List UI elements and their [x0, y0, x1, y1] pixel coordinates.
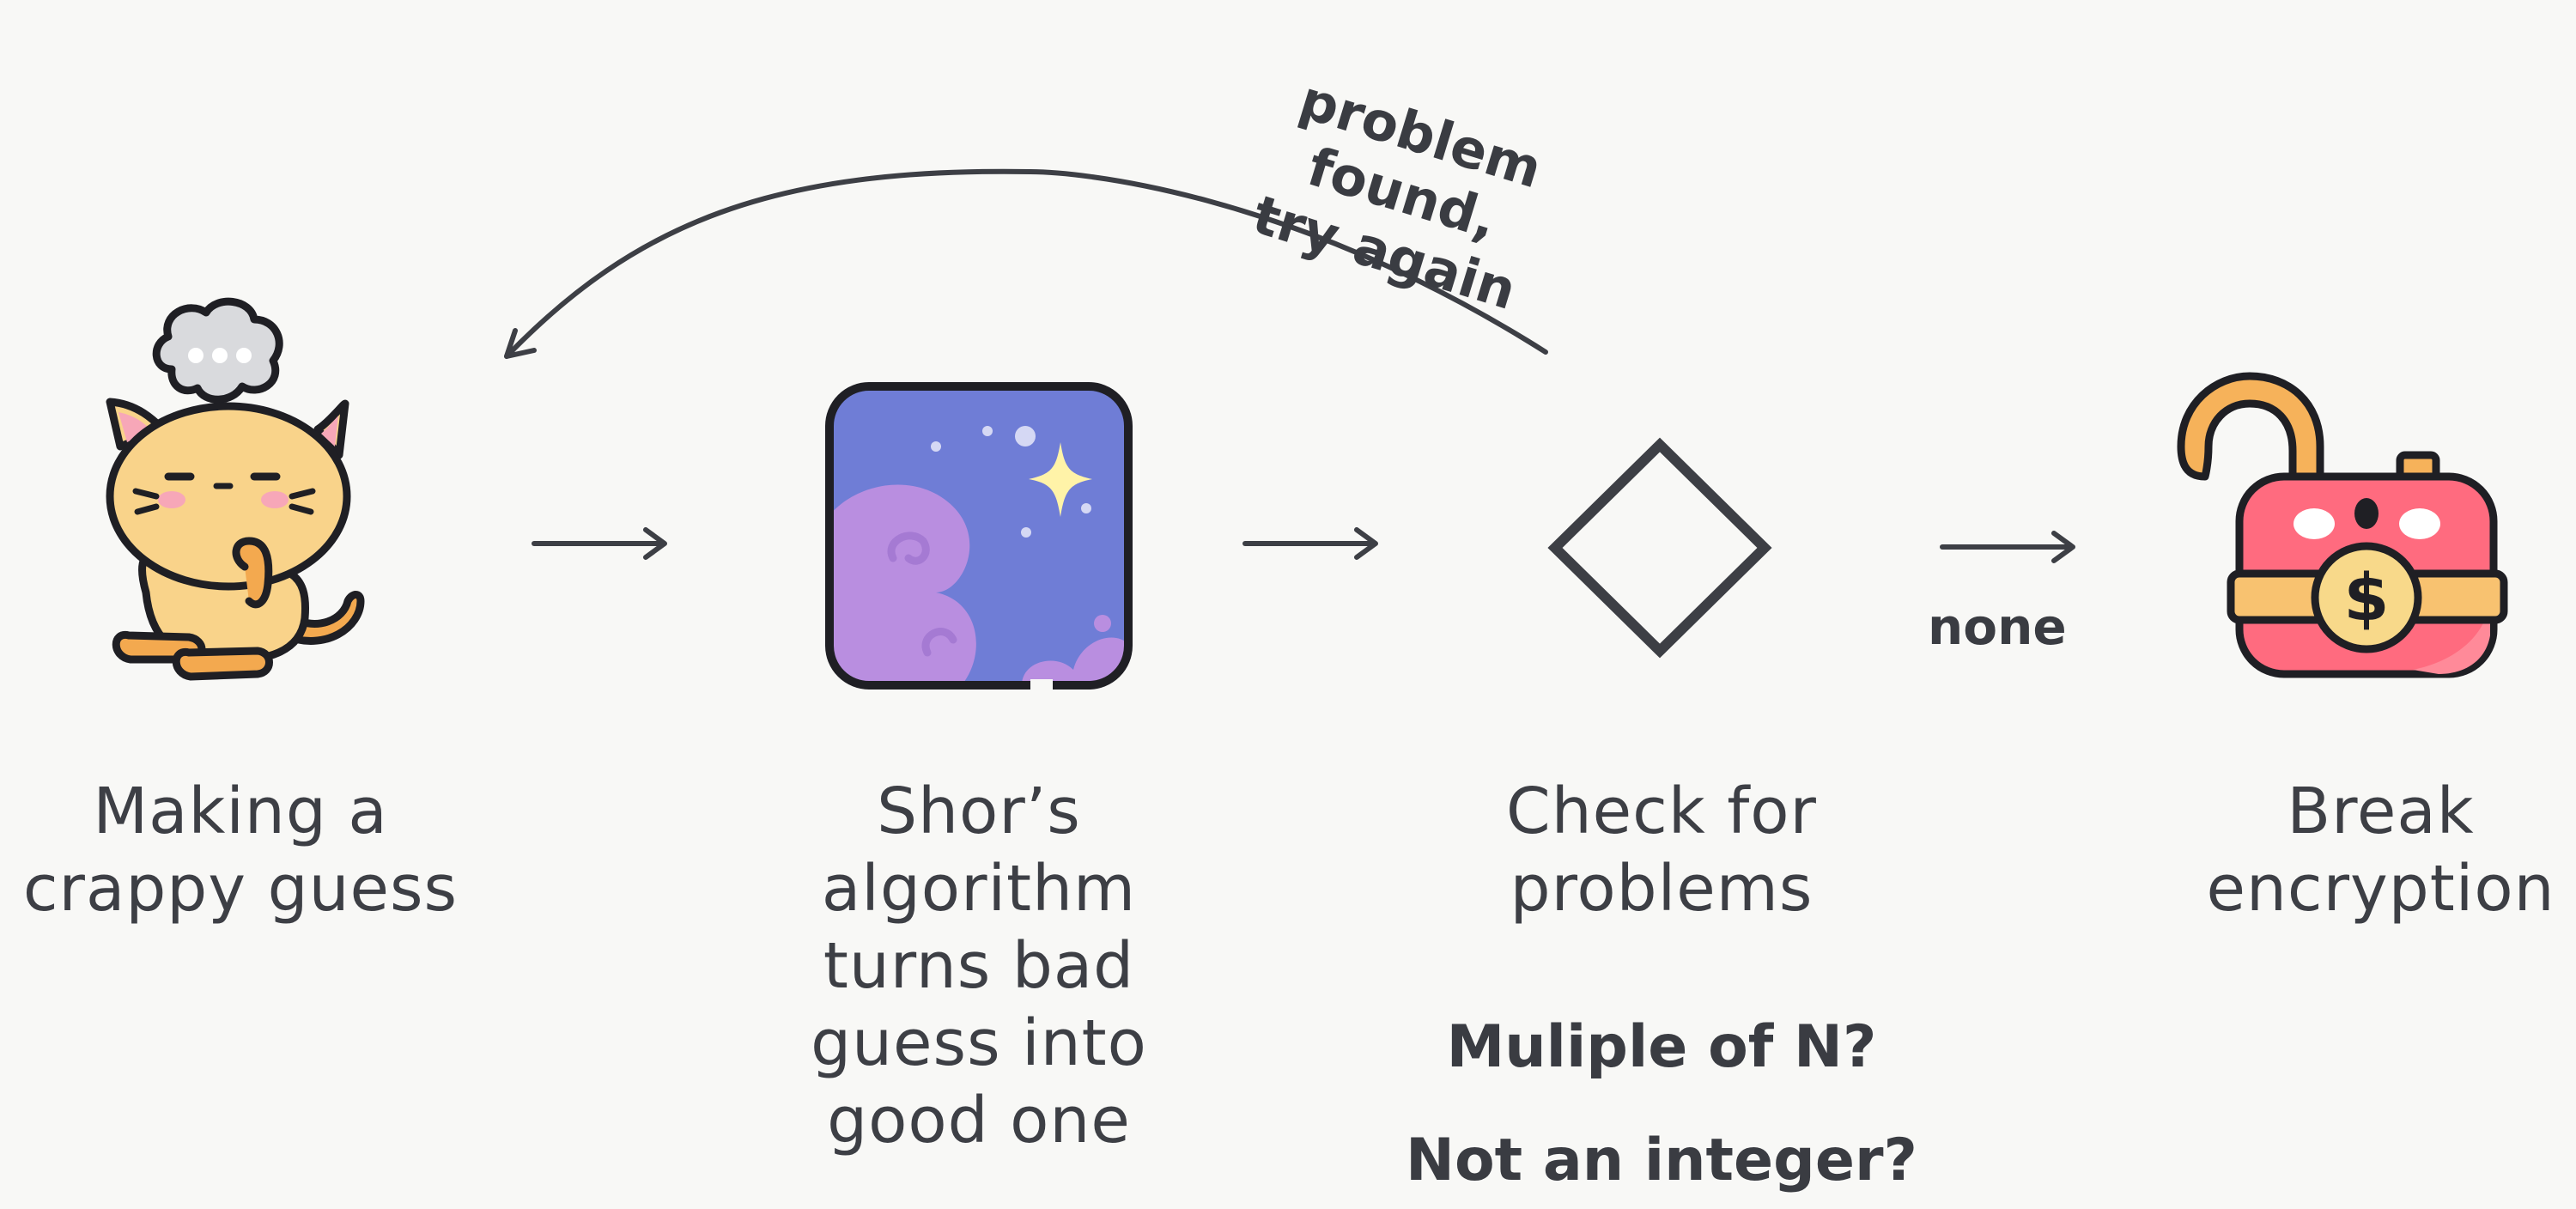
- check-item-integer: Not an integer?: [1406, 1127, 1917, 1194]
- step-label-check: Check for problems: [1506, 775, 1817, 926]
- loop-back-arrowhead: [504, 328, 537, 359]
- arrow-2: [1242, 527, 1378, 560]
- step-label-guess: Making a crappy guess: [22, 775, 459, 926]
- check-item-multiple: Muliple of N?: [1446, 1013, 1877, 1081]
- thinking-cat-icon: [106, 297, 365, 681]
- edge-label-none: none: [1928, 598, 2067, 656]
- night-sky-icon: [825, 382, 1133, 691]
- step-label-break: Break encryption: [2206, 775, 2555, 926]
- loop-back-arrow: [504, 168, 1548, 359]
- decision-diamond-icon: [1547, 437, 1772, 659]
- arrow-1: [532, 527, 667, 560]
- unlocked-money-padlock-icon: $: [2177, 372, 2508, 678]
- arrow-3: [1940, 531, 2075, 563]
- svg-text:$: $: [2344, 559, 2390, 635]
- step-label-shor: Shor’s algorithm turns bad guess into go…: [811, 775, 1147, 1157]
